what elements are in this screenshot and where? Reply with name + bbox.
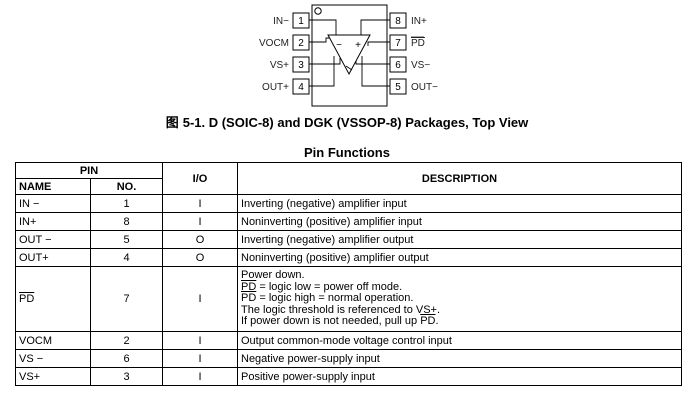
pin-number-2: 2 [298, 38, 304, 49]
table-row-pd: PD 7 I Power down. PD = logic low = powe… [15, 266, 682, 332]
figure-glyph: 图 [165, 115, 179, 130]
cell-description: Noninverting (positive) amplifier input [237, 212, 682, 231]
table-row: OUT − 5 O Inverting (negative) amplifier… [15, 230, 682, 249]
pin-label-out-minus: OUT− [411, 82, 438, 93]
pin-number-1: 1 [298, 16, 304, 27]
cell-io: O [162, 230, 238, 249]
package-diagram: 1 2 3 4 IN− VOCM VS+ OUT+ 8 7 6 5 IN+ PD… [240, 0, 460, 110]
table-header-row: PIN I/O DESCRIPTION [15, 162, 682, 195]
table-row: IN+ 8 I Noninverting (positive) amplifie… [15, 212, 682, 231]
cell-no: 3 [90, 367, 163, 386]
cell-description: Positive power-supply input [237, 367, 682, 386]
table-row: VS+ 3 I Positive power-supply input [15, 367, 682, 386]
pd-name: PD [19, 293, 35, 305]
figure-caption-text: 5-1. D (SOIC-8) and DGK (VSSOP-8) Packag… [182, 115, 529, 130]
cell-no: 5 [90, 230, 163, 249]
cell-description: Noninverting (positive) amplifier output [237, 248, 682, 267]
cell-no: 8 [90, 212, 163, 231]
cell-description: Inverting (negative) amplifier output [237, 230, 682, 249]
header-io: I/O [162, 162, 238, 195]
pin-label-vs-minus: VS− [411, 60, 430, 71]
pin-number-5: 5 [395, 82, 401, 93]
pd-desc-line5-pre: If power down is not needed, pull up [241, 315, 421, 328]
pin-number-6: 6 [395, 60, 401, 71]
cell-io: I [162, 367, 238, 386]
amp-output-mark [345, 65, 353, 71]
pin-number-7: 7 [395, 38, 401, 49]
pd-desc-line2: PD = logic low = power off mode. [241, 280, 678, 294]
table-row: VS − 6 I Negative power-supply input [15, 349, 682, 368]
pin-box-3 [292, 56, 310, 73]
table-row: IN − 1 I Inverting (negative) amplifier … [15, 194, 682, 213]
cell-name: OUT − [15, 230, 91, 249]
cell-name: VS − [15, 349, 91, 368]
pd-overline-text: PD [420, 315, 436, 328]
pin-label-pd: PD [411, 38, 425, 49]
right-pins: 8 7 6 5 IN+ PD VS− OUT− [389, 12, 438, 95]
package-pinout-svg: 1 2 3 4 IN− VOCM VS+ OUT+ 8 7 6 5 IN+ PD… [259, 4, 438, 107]
pd-desc-line2-text: = logic low = power off mode. [256, 280, 403, 293]
table-subheader-row: NAME NO. [15, 178, 682, 195]
pd-desc-line1: Power down. [241, 269, 305, 282]
cell-io: I [162, 194, 238, 213]
pin-box-6 [389, 56, 407, 73]
pin-box-1 [292, 12, 310, 29]
cell-io: I [162, 349, 238, 368]
cell-io: I [162, 331, 238, 350]
pin1-marker-icon [314, 7, 322, 15]
pin-number-8: 8 [395, 16, 401, 27]
header-description: DESCRIPTION [237, 162, 682, 195]
cell-name: VOCM [15, 331, 91, 350]
cell-name: IN − [15, 194, 91, 213]
pin-box-5 [389, 78, 407, 95]
cell-no: 1 [90, 194, 163, 213]
cell-name: OUT+ [15, 248, 91, 267]
pin-box-8 [389, 12, 407, 29]
pin-label-in-minus: IN− [273, 16, 289, 27]
pin-label-vocm: VOCM [259, 38, 289, 49]
pin-box-4 [292, 78, 310, 95]
pin-box-7 [389, 34, 407, 51]
cell-name: VS+ [15, 367, 91, 386]
pin-number-4: 4 [298, 82, 304, 93]
cell-name: IN+ [15, 212, 91, 231]
pd-overline-text: PD [241, 280, 257, 293]
table-row: VOCM 2 I Output common-mode voltage cont… [15, 331, 682, 350]
pd-desc-line3: PD = logic high = normal operation. [241, 292, 678, 305]
cell-no: 4 [90, 248, 163, 267]
header-pin: PIN [15, 162, 163, 179]
left-pins: 1 2 3 4 IN− VOCM VS+ OUT+ [259, 12, 310, 95]
header-name: NAME [15, 178, 91, 195]
pd-desc-line4: The logic threshold is referenced to VS+… [241, 303, 441, 316]
table-row: OUT+ 4 O Noninverting (positive) amplifi… [15, 248, 682, 267]
amplifier-symbol-icon [327, 34, 371, 76]
cell-io: I [162, 266, 238, 332]
amp-minus-sign: − [336, 40, 342, 51]
pd-desc-line3-text: = logic high = normal operation. [256, 292, 414, 305]
cell-no: 7 [90, 266, 163, 332]
cell-io: I [162, 212, 238, 231]
pd-desc-line5-post: . [435, 315, 439, 328]
cell-description: Power down. PD = logic low = power off m… [237, 266, 682, 332]
cell-io: O [162, 248, 238, 267]
cell-description: Negative power-supply input [237, 349, 682, 368]
pin-label-vs-plus: VS+ [270, 60, 289, 71]
pin-label-in-plus: IN+ [411, 16, 427, 27]
amp-plus-sign: + [355, 40, 361, 51]
cell-description: Output common-mode voltage control input [237, 331, 682, 350]
pin-functions-table: PIN I/O DESCRIPTION NAME NO. IN − 1 I In… [15, 162, 682, 386]
pd-overline-text: PD [241, 292, 257, 305]
pd-desc-line5: If power down is not needed, pull up PD. [241, 316, 678, 328]
table-title: Pin Functions [304, 145, 390, 160]
pin-number-3: 3 [298, 60, 304, 71]
cell-no: 6 [90, 349, 163, 368]
cell-name: PD [15, 266, 91, 332]
pin-label-out-plus: OUT+ [262, 82, 289, 93]
header-no: NO. [90, 178, 163, 195]
pin-box-2 [292, 34, 310, 51]
cell-description: Inverting (negative) amplifier input [237, 194, 682, 213]
cell-no: 2 [90, 331, 163, 350]
